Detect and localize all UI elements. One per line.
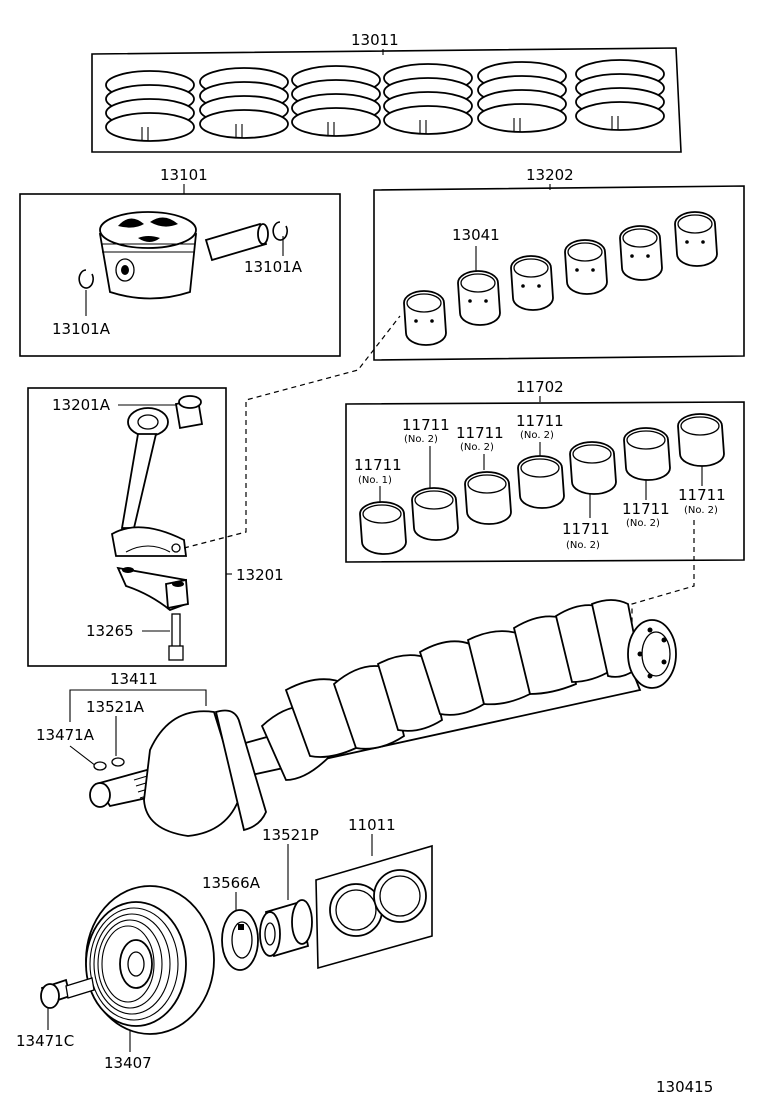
piston-ring-1[interactable] [105, 70, 195, 142]
piston-ring-5[interactable] [477, 61, 567, 133]
leader-main-bearing [631, 520, 695, 630]
label-13471A[interactable]: 13471A [36, 726, 95, 744]
piston-ring-3[interactable] [291, 65, 381, 137]
piston-ring-2[interactable] [199, 67, 289, 139]
front-parts-group: 13521P 13566A 11011 [202, 816, 433, 971]
piston-ring-4[interactable] [383, 63, 473, 135]
piston-group: 13101 13101A 13101A [19, 166, 341, 357]
label-13566A[interactable]: 13566A [202, 874, 261, 892]
note-no2-d: (No. 2) [520, 430, 554, 441]
rod-bearing-3[interactable] [510, 255, 554, 311]
catalog-number: 130415 [656, 1078, 713, 1096]
label-13201[interactable]: 13201 [236, 566, 284, 584]
gasket-kit[interactable] [315, 844, 433, 970]
main-bearing-1[interactable] [359, 501, 407, 555]
label-13202[interactable]: 13202 [526, 166, 574, 184]
label-13265[interactable]: 13265 [86, 622, 134, 640]
connecting-rod-box [27, 387, 227, 667]
piston-box [19, 193, 341, 357]
label-11711-b[interactable]: 11711 [402, 416, 450, 434]
snap-ring-right[interactable] [272, 221, 288, 241]
label-13407[interactable]: 13407 [104, 1054, 152, 1072]
pulley-group: 13471C 13407 [16, 885, 215, 1072]
piston-ring-set-group: 13011 [91, 31, 682, 153]
label-13101[interactable]: 13101 [160, 166, 208, 184]
label-13101A-right[interactable]: 13101A [244, 258, 303, 276]
note-no2-b: (No. 2) [404, 434, 438, 445]
conrod-bush[interactable] [174, 395, 204, 430]
rod-bearing-4[interactable] [564, 239, 608, 295]
snap-ring-left[interactable] [78, 269, 94, 289]
main-bearing-6[interactable] [623, 427, 671, 481]
label-11011[interactable]: 11011 [348, 816, 396, 834]
piston[interactable] [98, 211, 197, 300]
label-13201A[interactable]: 13201A [52, 396, 111, 414]
connecting-rod-group: 13201A 13201 13265 [27, 387, 284, 667]
crankshaft[interactable] [89, 599, 677, 837]
crank-key[interactable] [111, 757, 125, 767]
main-bearing-5[interactable] [569, 441, 617, 495]
main-bearing-7[interactable] [677, 413, 725, 467]
rod-bearing-1[interactable] [403, 290, 447, 346]
conrod-cap[interactable] [116, 566, 189, 612]
label-13471C[interactable]: 13471C [16, 1032, 74, 1050]
rod-bearing-box [373, 185, 745, 361]
label-13011[interactable]: 13011 [351, 31, 399, 49]
note-no2-c: (No. 2) [460, 442, 494, 453]
note-no1: (No. 1) [358, 475, 392, 486]
piston-ring-set-box [91, 47, 682, 153]
main-bearing-4[interactable] [517, 455, 565, 509]
crank-timing-key[interactable] [221, 909, 259, 971]
label-13521A[interactable]: 13521A [86, 698, 145, 716]
main-bearing-2[interactable] [411, 487, 459, 541]
label-11711-f[interactable]: 11711 [622, 500, 670, 518]
label-13411[interactable]: 13411 [110, 670, 158, 688]
crank-plug[interactable] [93, 761, 107, 771]
piston-pin[interactable] [204, 222, 269, 262]
label-11702[interactable]: 11702 [516, 378, 564, 396]
label-11711-g[interactable]: 11711 [678, 486, 726, 504]
label-11711-e[interactable]: 11711 [562, 520, 610, 538]
note-no2-f: (No. 2) [626, 518, 660, 529]
conrod-bolt[interactable] [168, 613, 184, 661]
rod-bearing-6[interactable] [674, 211, 718, 267]
oil-pump-drive-gear[interactable] [259, 899, 313, 958]
rod-bearing-2[interactable] [457, 270, 501, 326]
pulley-bolt[interactable] [40, 977, 95, 1009]
leader-rod-bearing [183, 315, 401, 549]
rod-bearing-group: 13202 13041 [373, 166, 745, 361]
rod-bearing-5[interactable] [619, 225, 663, 281]
piston-ring-6[interactable] [575, 59, 665, 131]
connecting-rod[interactable] [111, 407, 188, 557]
label-11711-a[interactable]: 11711 [354, 456, 402, 474]
note-no2-g: (No. 2) [684, 505, 718, 516]
crank-pulley[interactable] [85, 885, 215, 1035]
label-13521P[interactable]: 13521P [262, 826, 319, 844]
main-bearing-box [345, 401, 745, 563]
label-13041[interactable]: 13041 [452, 226, 500, 244]
crankshaft-group: 13411 13521A 13471A [36, 599, 677, 837]
main-bearing-group: 11702 11711 (No. 1) 11711 (No. 2) 11711 … [345, 378, 745, 563]
label-11711-d[interactable]: 11711 [516, 412, 564, 430]
label-13101A-left[interactable]: 13101A [52, 320, 111, 338]
label-11711-c[interactable]: 11711 [456, 424, 504, 442]
note-no2-e: (No. 2) [566, 540, 600, 551]
main-bearing-3[interactable] [464, 471, 512, 525]
